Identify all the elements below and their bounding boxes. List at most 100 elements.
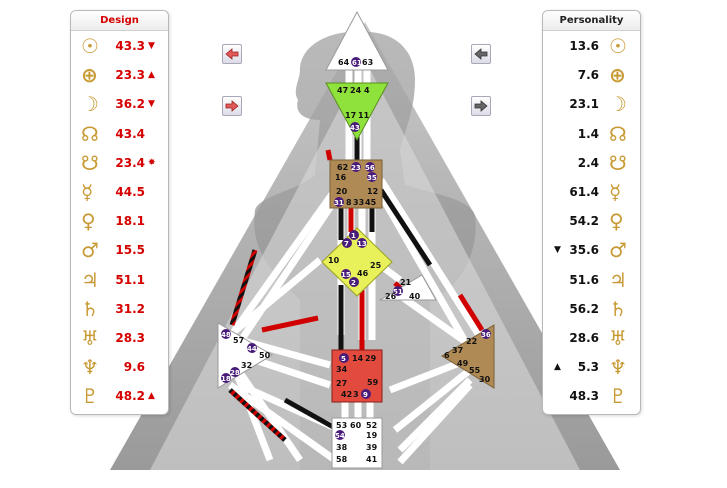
mercury-icon: ☿ <box>81 180 94 204</box>
gate-23: 23 <box>351 164 361 172</box>
gate-32: 32 <box>241 361 252 370</box>
personality-panel: Personality ☉13.6⊕7.6☽23.1☊1.4☋2.4☿61.4♀… <box>542 10 641 415</box>
neptune-icon: ♆ <box>81 355 99 380</box>
arrow-left-icon <box>225 48 239 60</box>
gate-59: 59 <box>367 378 379 387</box>
gate-27: 27 <box>336 379 347 388</box>
personality-row-moon: ☽23.1 <box>543 90 640 119</box>
design-row-mars: ♂15.5 <box>71 236 168 265</box>
gate-34: 34 <box>336 365 348 374</box>
gate-16: 16 <box>335 173 347 182</box>
exaltation-mark: ▲ <box>148 391 155 402</box>
gate-4: 4 <box>364 86 370 95</box>
exaltation-mark: ▲ <box>148 70 155 81</box>
head-center: 64 61 63 <box>325 10 389 71</box>
north-node-icon: ☊ <box>609 121 627 146</box>
design-value: 9.6 <box>123 360 145 375</box>
neptune-icon: ♆ <box>609 355 627 380</box>
gate-17: 17 <box>345 111 356 120</box>
south-node-icon: ☋ <box>609 150 627 175</box>
personality-value: 7.6 <box>577 68 599 83</box>
design-panel: Design ☉43.3▼⊕23.3▲☽36.2▼☊43.4☋23.4✸☿44.… <box>70 10 169 415</box>
personality-value: 23.1 <box>569 97 599 112</box>
exaltation-mark: ▲ <box>554 362 561 373</box>
personality-value: 54.2 <box>569 214 599 229</box>
sun-icon: ☉ <box>81 34 99 58</box>
personality-row-sun: ☉13.6 <box>543 32 640 61</box>
gate-55: 55 <box>469 366 481 375</box>
personality-row-jupiter: ♃51.6 <box>543 266 640 295</box>
saturn-icon: ♄ <box>609 296 627 321</box>
gate-35: 35 <box>367 174 377 182</box>
exaltation-mark: ▼ <box>148 41 155 51</box>
gate-52: 52 <box>366 421 377 430</box>
personality-row-uranus: ♅28.6 <box>543 324 640 353</box>
personality-row-mercury: ☿61.4 <box>543 178 640 207</box>
design-row-sun: ☉43.3▼ <box>71 32 168 61</box>
jupiter-icon: ♃ <box>81 267 99 292</box>
gate-26: 26 <box>385 292 397 301</box>
design-value: 31.2 <box>115 301 145 316</box>
gate-46: 46 <box>357 269 369 278</box>
design-value: 51.1 <box>115 272 145 287</box>
design-row-pluto: ♇48.2▲ <box>71 382 168 411</box>
personality-row-venus: ♀54.2 <box>543 207 640 236</box>
personality-value: 56.2 <box>569 301 599 316</box>
gate-13: 13 <box>357 240 367 248</box>
design-row-uranus: ♅28.3 <box>71 324 168 353</box>
gate-12: 12 <box>367 187 378 196</box>
gate-2: 2 <box>351 279 356 287</box>
design-row-moon: ☽36.2▼ <box>71 90 168 119</box>
ajna-center: 47 24 4 17 11 43 <box>325 82 389 142</box>
gate-28: 28 <box>230 369 240 377</box>
sun-icon: ☉ <box>609 34 627 58</box>
personality-prev-button[interactable] <box>471 44 491 64</box>
gate-7: 7 <box>344 240 349 248</box>
personality-value: 1.4 <box>577 126 599 141</box>
gate-31: 31 <box>334 199 344 207</box>
throat-center: 62 23 56 16 35 20 31 8 33 12 45 <box>329 159 383 209</box>
gate-43: 43 <box>350 124 360 132</box>
design-row-north-node: ☊43.4 <box>71 120 168 149</box>
gate-48: 48 <box>221 331 231 339</box>
personality-row-mars: ♂35.6▼ <box>543 236 640 265</box>
design-row-mercury: ☿44.5 <box>71 178 168 207</box>
exaltation-mark: ▼ <box>148 99 155 110</box>
gate-5: 5 <box>341 355 346 363</box>
gate-50: 50 <box>259 351 271 360</box>
design-row-earth: ⊕23.3▲ <box>71 61 168 90</box>
gate-1: 1 <box>351 232 356 240</box>
design-row-jupiter: ♃ 51.1 <box>71 266 168 295</box>
g-center: 1 7 13 10 25 15 46 2 <box>321 227 393 297</box>
gate-41: 41 <box>366 455 378 464</box>
design-row-neptune: ♆ 9.6 <box>71 353 168 382</box>
south-node-icon: ☋ <box>81 150 99 175</box>
arrow-right-icon <box>225 100 239 112</box>
sacral-center: 5 14 29 34 27 59 42 3 9 <box>331 349 383 403</box>
gate-63: 63 <box>362 58 373 67</box>
gate-14: 14 <box>352 354 364 363</box>
gate-54: 54 <box>335 432 345 440</box>
personality-next-button[interactable] <box>471 96 491 116</box>
gate-6: 6 <box>444 351 450 360</box>
ego-center: 21 51 26 40 <box>378 274 437 301</box>
design-next-button[interactable] <box>222 96 242 116</box>
design-value: 28.3 <box>115 331 145 345</box>
personality-row-neptune: ♆5.3▲ <box>543 353 640 382</box>
personality-value: 35.6 <box>569 243 599 258</box>
gate-3: 3 <box>353 390 359 399</box>
design-prev-button[interactable] <box>222 44 242 64</box>
gate-30: 30 <box>479 375 491 384</box>
saturn-icon: ♄ <box>81 296 99 321</box>
gate-57: 57 <box>233 336 244 345</box>
personality-row-earth: ⊕7.6 <box>543 61 640 90</box>
personality-value: 48.3 <box>569 389 599 404</box>
gate-9: 9 <box>363 391 368 399</box>
gate-39: 39 <box>366 443 378 452</box>
gate-47: 47 <box>337 86 348 95</box>
gate-24: 24 <box>350 86 362 95</box>
gate-10: 10 <box>328 256 340 265</box>
gate-25: 25 <box>370 261 382 270</box>
personality-row-pluto: ♇48.3 <box>543 382 640 411</box>
